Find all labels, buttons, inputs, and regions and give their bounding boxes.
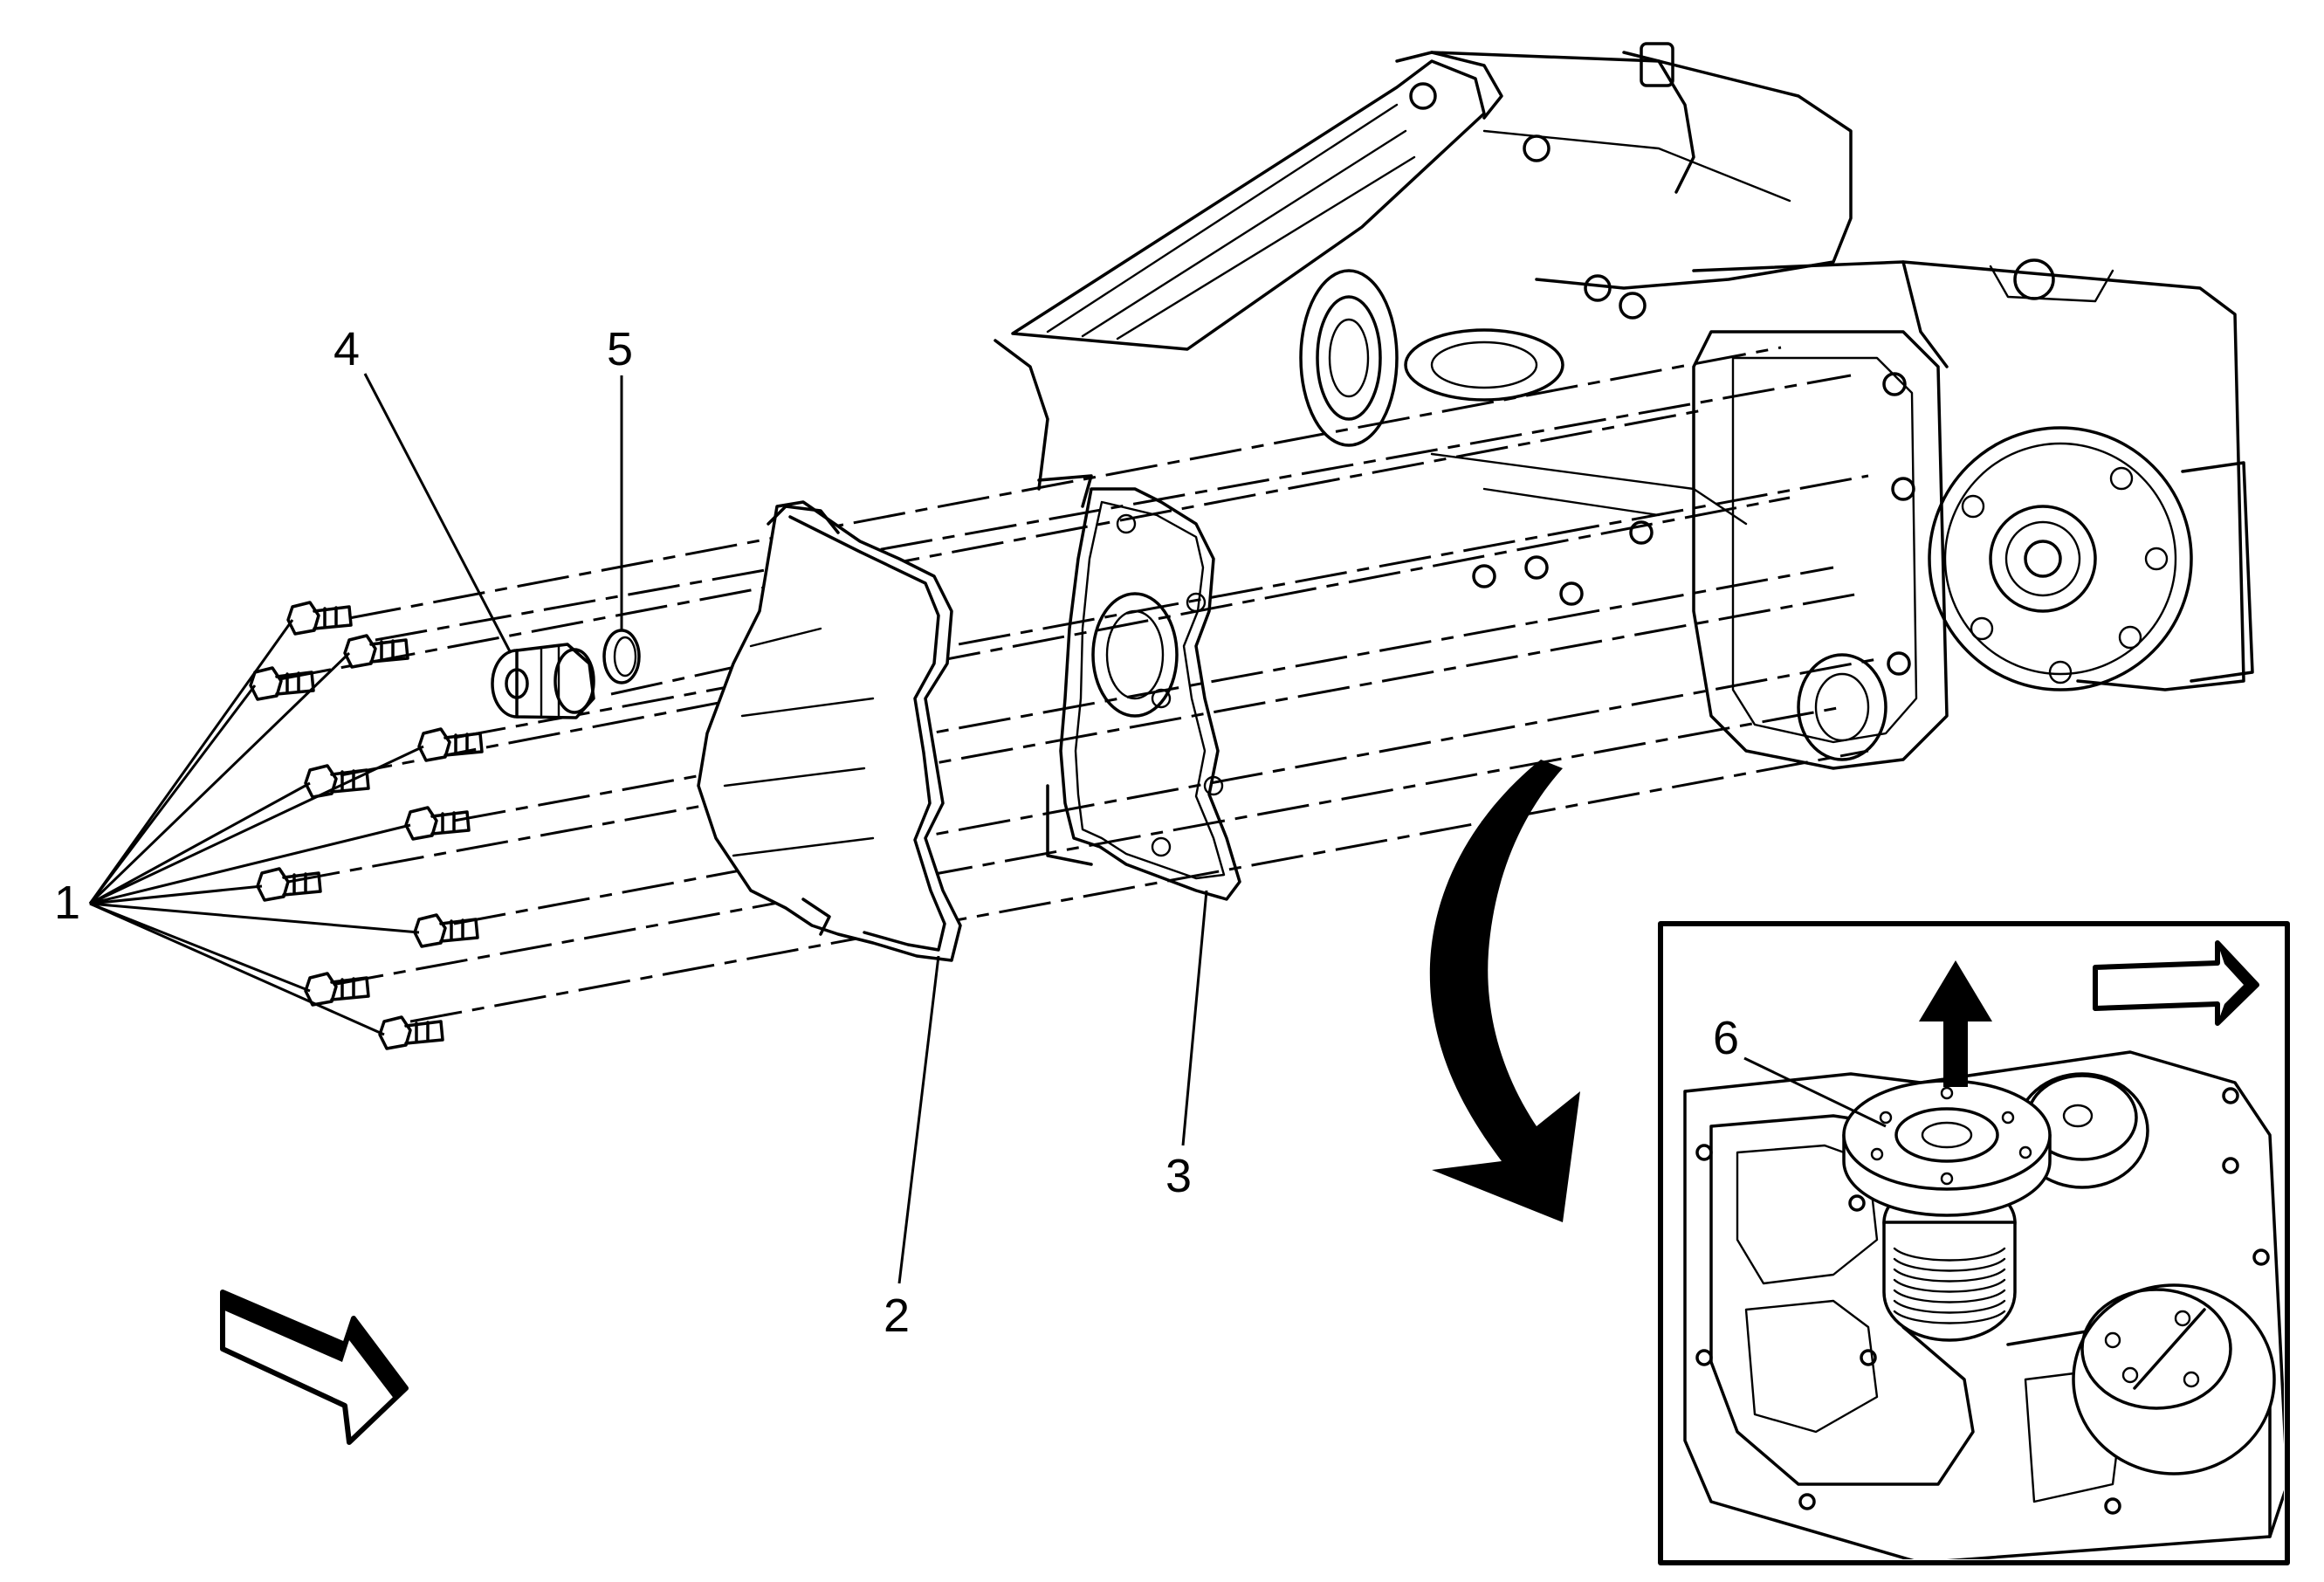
bolt-7 [256,867,322,902]
cover-part [697,500,962,962]
inset-detail: 6 [1658,921,2290,1565]
callout-5: 5 [607,323,633,375]
callout-3: 3 [1165,1150,1192,1202]
bolt-5 [304,764,370,799]
plug-part [491,643,595,719]
callout-4: 4 [333,323,360,375]
curved-arrow-icon [1429,760,1580,1222]
bolt-6 [404,806,471,841]
lift-direction-arrow-icon [1919,960,1992,1087]
bolt-1 [286,601,353,636]
callout-2: 2 [884,1290,910,1342]
callout-1: 1 [54,877,80,929]
bolt-8 [413,913,479,948]
gasket-part [1037,474,1241,901]
bolt-2 [343,634,409,669]
bolt-4 [417,727,484,762]
housing-assembly [994,42,2254,770]
bolt-set [249,601,484,1050]
bolt-10 [378,1015,444,1050]
clutch-pack-part [1842,1079,2052,1342]
callout-6: 6 [1713,1012,1739,1064]
inset-direction-arrow-icon [2093,940,2259,1026]
seal-ring-part [602,629,641,684]
bolt-3 [249,666,315,701]
bolt-9 [304,972,370,1007]
leader-lines [88,373,1208,1284]
front-direction-arrow-icon [220,1290,409,1445]
